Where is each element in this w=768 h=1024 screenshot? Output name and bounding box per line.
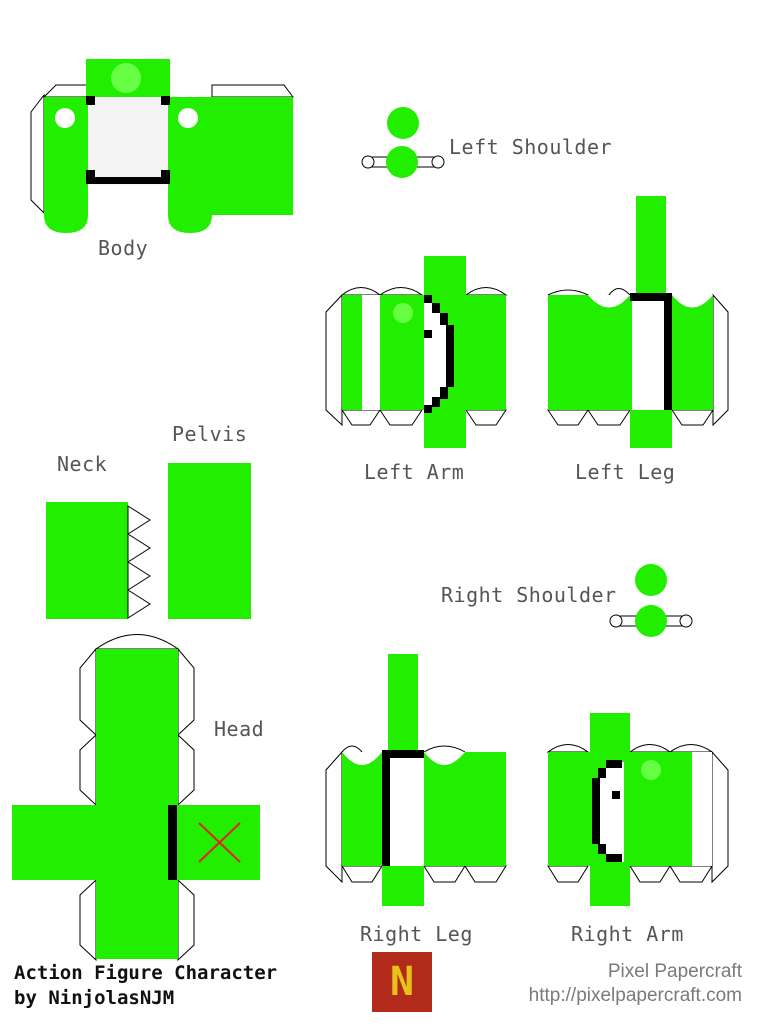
credit-author: by NinjolasNJM bbox=[14, 987, 175, 1009]
pelvis-template bbox=[168, 463, 251, 619]
right-shoulder-label: Right Shoulder bbox=[441, 583, 617, 607]
left-shoulder-label: Left Shoulder bbox=[449, 135, 613, 159]
brand-url[interactable]: http://pixelpapercraft.com bbox=[528, 985, 742, 1006]
left-leg-template bbox=[547, 196, 729, 448]
neck-label: Neck bbox=[57, 452, 108, 476]
left-leg-label: Left Leg bbox=[575, 460, 676, 484]
pixel-papercraft-logo: N bbox=[372, 952, 432, 1012]
credit-title: Action Figure Character bbox=[14, 962, 278, 984]
right-leg-template bbox=[325, 654, 507, 906]
brand-name: Pixel Papercraft bbox=[607, 961, 742, 982]
body-label: Body bbox=[98, 236, 149, 260]
head-template bbox=[12, 634, 260, 962]
left-shoulder-template bbox=[361, 107, 445, 178]
pelvis-label: Pelvis bbox=[172, 422, 248, 446]
neck-template bbox=[46, 502, 151, 619]
body-template bbox=[30, 59, 294, 233]
right-arm-template bbox=[546, 713, 729, 906]
left-arm-label: Left Arm bbox=[364, 460, 465, 484]
logo-letter: N bbox=[389, 959, 415, 1005]
left-arm-template bbox=[325, 256, 508, 448]
right-arm-label: Right Arm bbox=[571, 922, 684, 946]
right-leg-label: Right Leg bbox=[360, 922, 473, 946]
right-shoulder-template bbox=[609, 564, 693, 637]
head-label: Head bbox=[214, 717, 265, 741]
